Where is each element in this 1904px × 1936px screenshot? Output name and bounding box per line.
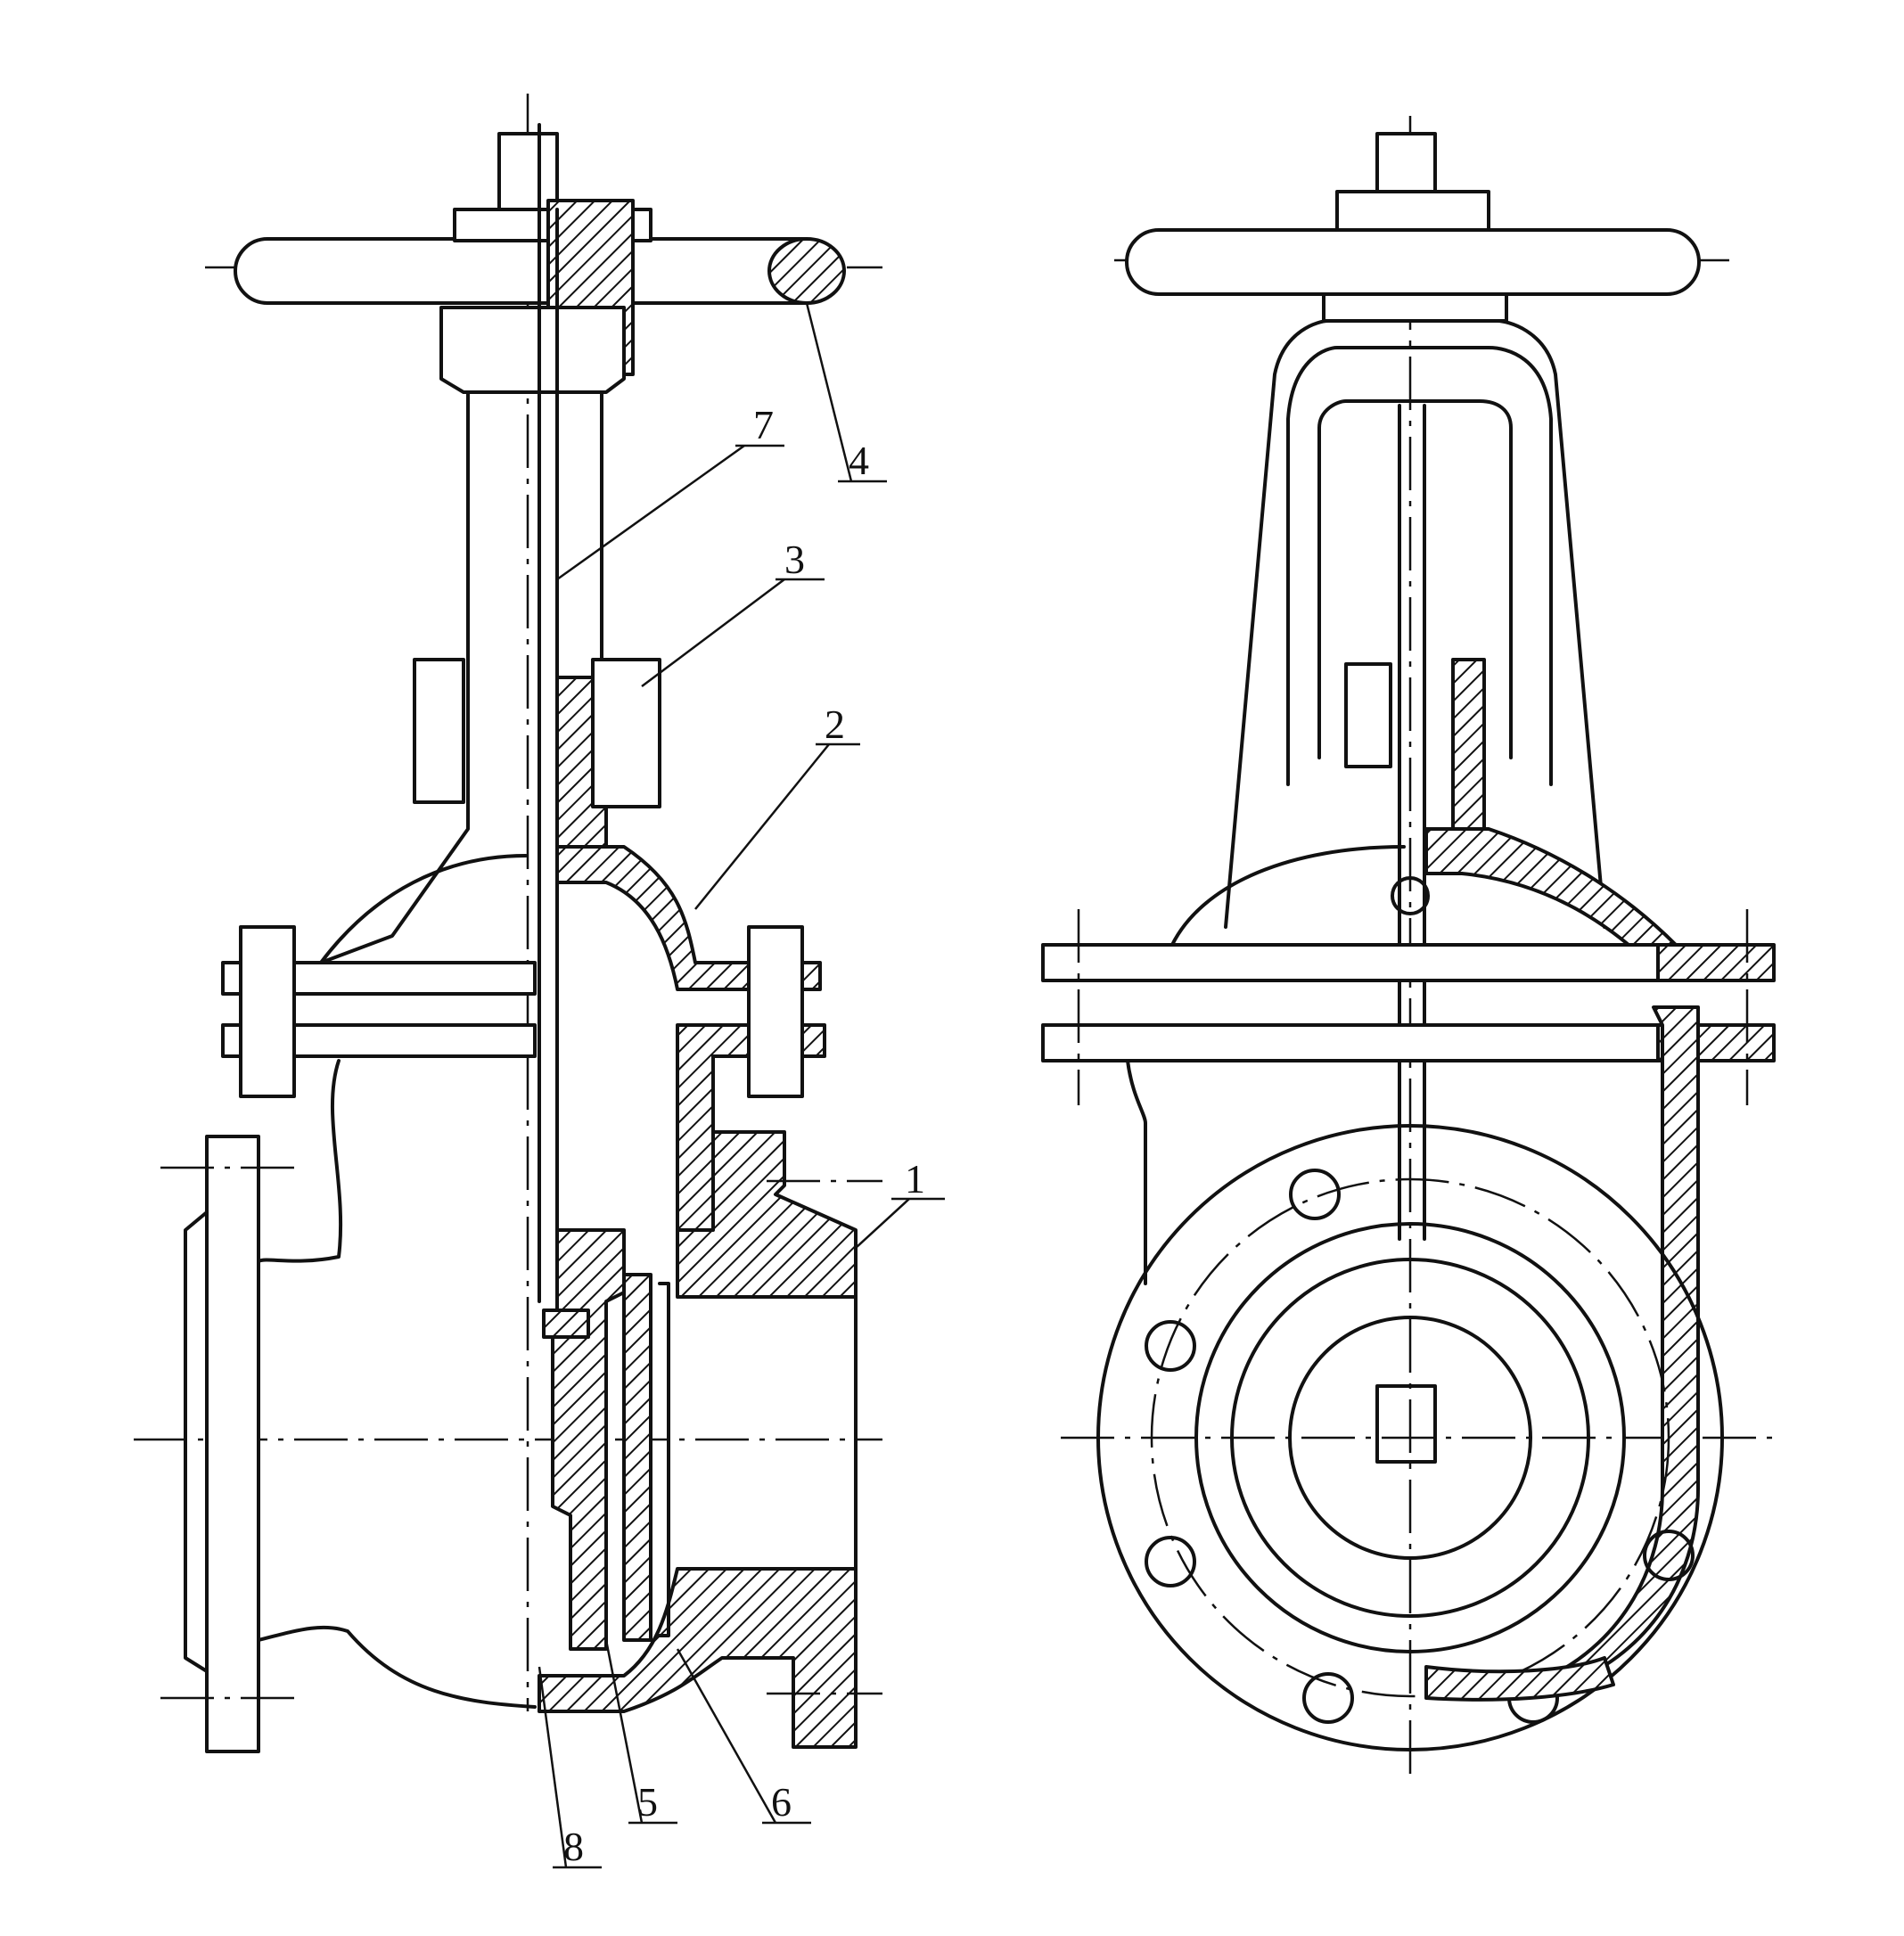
- flange-bolt-right: [747, 925, 804, 1098]
- end-flange-outline: [1096, 1124, 1724, 1751]
- yoke-top: [439, 306, 626, 394]
- packing-section-side: [1451, 658, 1486, 831]
- body-shell-side: [1126, 1059, 1147, 1285]
- gate-disc: [551, 1228, 626, 1651]
- inlet-flange: [205, 1135, 260, 1753]
- section-view: [134, 94, 882, 1753]
- bore-outer: [1230, 1258, 1590, 1618]
- flange-bolt-left: [239, 925, 296, 1098]
- side-view: [1041, 116, 1783, 1783]
- bonnet-flange-side: [1041, 943, 1660, 982]
- callout-2: 2: [825, 701, 845, 747]
- bolt-circle: [1150, 1177, 1670, 1698]
- callout-7: 7: [753, 402, 774, 447]
- callouts: 1 2 3 4 5 6 7 8: [538, 302, 945, 1869]
- handwheel: [234, 237, 836, 305]
- bonnet-section: [555, 845, 822, 991]
- body-flange-side: [1041, 1023, 1660, 1062]
- bonnet-dome: [1170, 845, 1406, 947]
- raised-face: [1194, 1222, 1626, 1653]
- yoke-arch: [1224, 319, 1606, 929]
- gland-bolt-left: [413, 658, 465, 804]
- callout-1: 1: [905, 1156, 925, 1202]
- callout-3: 3: [784, 537, 805, 582]
- handwheel-side: [1125, 228, 1701, 296]
- valve-body-section: [676, 1130, 858, 1299]
- seat-ring: [622, 1273, 652, 1642]
- callout-6: 6: [771, 1779, 792, 1825]
- callout-4: 4: [849, 438, 869, 483]
- valve-body-left: [257, 1059, 537, 1709]
- gland-bolt-right: [591, 658, 661, 808]
- body-flange: [221, 1023, 537, 1058]
- handwheel-rim-section: [767, 237, 846, 305]
- bonnet-column: [319, 390, 470, 964]
- top-nut: [497, 132, 559, 211]
- bore-inner: [1288, 1316, 1532, 1560]
- bonnet-flange: [221, 961, 537, 996]
- callout-8: 8: [563, 1824, 584, 1869]
- callout-5: 5: [637, 1779, 658, 1825]
